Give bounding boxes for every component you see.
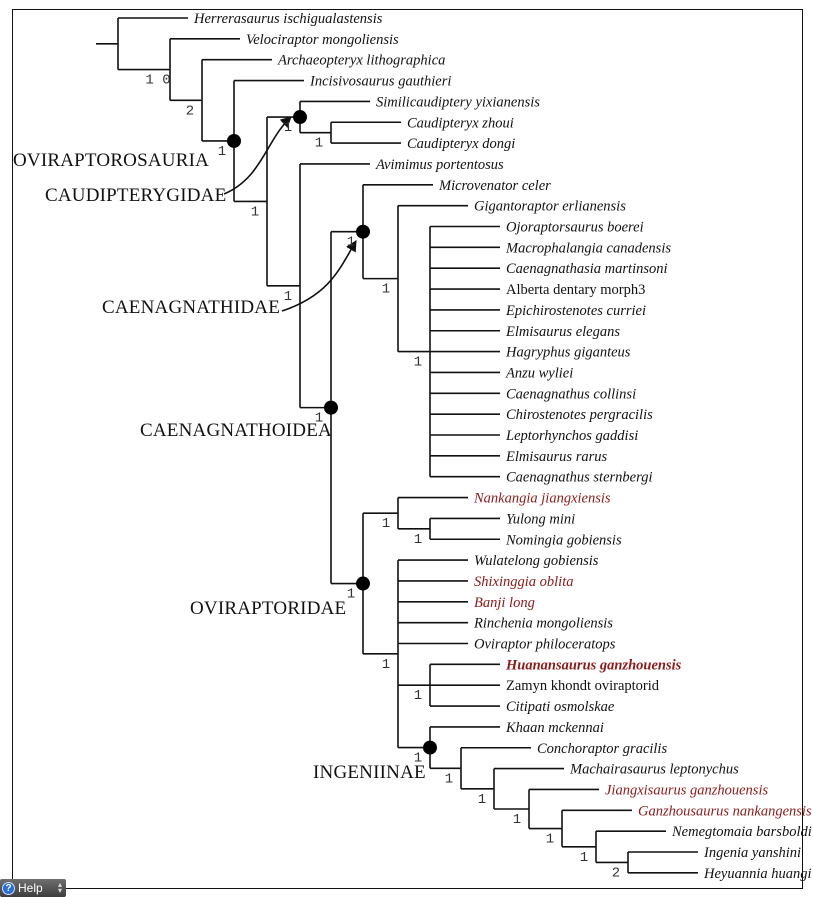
taxon-label: Archaeopteryx lithographica bbox=[277, 53, 445, 69]
taxon-label: Citipati osmolskae bbox=[506, 699, 615, 715]
taxon-label: Caudipteryx zhoui bbox=[407, 115, 514, 131]
support-value: 1 bbox=[414, 688, 422, 704]
figure-frame bbox=[12, 9, 803, 889]
taxon-label: Shixinggia oblita bbox=[474, 574, 573, 590]
taxon-label: Nemegtomaia barsboldi bbox=[671, 824, 812, 840]
taxon-label: Caenagnathus collinsi bbox=[506, 386, 636, 402]
taxon-label: Gigantoraptor erlianensis bbox=[474, 199, 626, 215]
taxon-label: Elmisaurus rarus bbox=[505, 449, 607, 465]
taxon-labels: Herrerasaurus ischigualastensisVelocirap… bbox=[193, 11, 812, 882]
clade-label: CAENAGNATHIDAE bbox=[102, 297, 280, 318]
taxon-label: Similicaudiptery yixianensis bbox=[376, 94, 540, 110]
taxon-label: Nomingia gobiensis bbox=[505, 532, 622, 548]
clade-label: CAUDIPTERYGIDAE bbox=[45, 185, 226, 206]
taxon-label: Caudipteryx dongi bbox=[407, 136, 515, 152]
support-value: 1 bbox=[218, 144, 226, 160]
clade-label: OVIRAPTOROSAURIA bbox=[13, 150, 209, 171]
taxon-label: Anzu wyliei bbox=[505, 365, 573, 381]
taxon-label: Nankangia jiangxiensis bbox=[473, 491, 611, 507]
taxon-label: Macrophalangia canadensis bbox=[505, 240, 671, 256]
taxon-label: Banji long bbox=[474, 595, 535, 611]
taxon-label: Caenagnathasia martinsoni bbox=[506, 261, 668, 277]
clade-arrows bbox=[223, 116, 357, 312]
taxon-label: Zamyn khondt oviraptorid bbox=[506, 678, 660, 694]
taxon-label: Velociraptor mongoliensis bbox=[246, 32, 399, 48]
taxon-label: Herrerasaurus ischigualastensis bbox=[193, 11, 383, 27]
support-value: 1 bbox=[284, 289, 292, 305]
clade-node-marker bbox=[324, 400, 338, 415]
taxon-label: Huanansaurus ganzhouensis bbox=[505, 657, 682, 673]
clade-pointer-arrow bbox=[281, 240, 357, 312]
taxon-label: Elmisaurus elegans bbox=[505, 324, 620, 340]
clade-label: CAENAGNATHOIDEA bbox=[140, 420, 332, 441]
support-value: 1 bbox=[414, 532, 422, 548]
taxon-label: Alberta dentary morph3 bbox=[506, 282, 645, 298]
taxon-label: Machairasaurus leptonychus bbox=[569, 762, 739, 778]
support-value: 1 bbox=[382, 516, 390, 532]
taxon-label: Avimimus portentosus bbox=[375, 157, 504, 173]
help-button[interactable]: ? Help ▴▾ bbox=[0, 879, 66, 897]
support-value: 1 bbox=[315, 411, 323, 427]
support-value: 1 bbox=[347, 235, 355, 251]
node-markers bbox=[227, 110, 437, 755]
taxon-label: Ingenia yanshini bbox=[703, 845, 801, 861]
clade-pointer-arrow bbox=[223, 116, 292, 195]
taxon-label: Microvenator celer bbox=[438, 178, 551, 194]
support-values: 1 0 2 1 1 1 1 1 1 1 1 1 1 1 1 1 1 1 1 1 1 1 1 2 bbox=[145, 73, 620, 882]
support-value: 1 bbox=[414, 355, 422, 371]
help-label: Help bbox=[18, 881, 43, 895]
support-value: 2 bbox=[612, 865, 620, 881]
support-value: 1 bbox=[251, 204, 259, 220]
support-value: 1 bbox=[382, 657, 390, 673]
support-value: 1 bbox=[382, 282, 390, 298]
clade-node-marker bbox=[356, 576, 370, 591]
support-value: 1 bbox=[445, 771, 453, 787]
clade-node-marker bbox=[356, 224, 370, 239]
support-value: 2 bbox=[186, 103, 194, 119]
taxon-label: Ganzhousaurus nankangensis bbox=[638, 803, 812, 819]
support-value: 1 bbox=[580, 850, 588, 866]
support-value: 1 bbox=[546, 832, 554, 848]
taxon-label: Wulatelong gobiensis bbox=[474, 553, 599, 569]
taxon-label: Caenagnathus sternbergi bbox=[506, 470, 652, 486]
taxon-label: Yulong mini bbox=[506, 511, 575, 527]
taxon-label: Heyuannia huangi bbox=[703, 866, 812, 882]
support-value: 1 bbox=[513, 812, 521, 828]
clade-node-marker bbox=[293, 110, 307, 125]
taxon-label: Chirostenotes pergracilis bbox=[506, 407, 653, 423]
clade-node-marker bbox=[423, 740, 437, 755]
taxon-label: Khaan mckennai bbox=[505, 720, 604, 736]
taxon-label: Rinchenia mongoliensis bbox=[473, 616, 613, 632]
support-value: 1 bbox=[478, 792, 486, 808]
taxon-label: Hagryphus giganteus bbox=[505, 345, 631, 361]
taxon-label: Oviraptor philoceratops bbox=[474, 637, 616, 653]
support-value: 1 bbox=[315, 136, 323, 152]
taxon-label: Ojoraptorsaurus boerei bbox=[506, 220, 644, 236]
support-value: 1 bbox=[347, 587, 355, 603]
support-value: 1 bbox=[414, 751, 422, 767]
branches bbox=[96, 17, 698, 874]
clade-label: INGENIINAE bbox=[313, 762, 426, 783]
resize-grip-icon[interactable]: ▴▾ bbox=[57, 880, 62, 895]
support-value: 1 0 bbox=[145, 73, 170, 89]
taxon-label: Jiangxisaurus ganzhouensis bbox=[605, 782, 768, 798]
clade-labels: OVIRAPTOROSAURIA CAUDIPTERYGIDAE CAENAGNAT… bbox=[13, 150, 426, 783]
taxon-label: Epichirostenotes curriei bbox=[505, 303, 646, 319]
support-value: 1 bbox=[284, 120, 292, 136]
clade-node-marker bbox=[227, 133, 241, 148]
taxon-label: Conchoraptor gracilis bbox=[537, 741, 667, 757]
clade-label: OVIRAPTORIDAE bbox=[190, 598, 346, 619]
taxon-label: Leptorhynchos gaddisi bbox=[505, 428, 638, 444]
question-circle-icon: ? bbox=[2, 881, 15, 895]
taxon-label: Incisivosaurus gauthieri bbox=[309, 74, 451, 90]
